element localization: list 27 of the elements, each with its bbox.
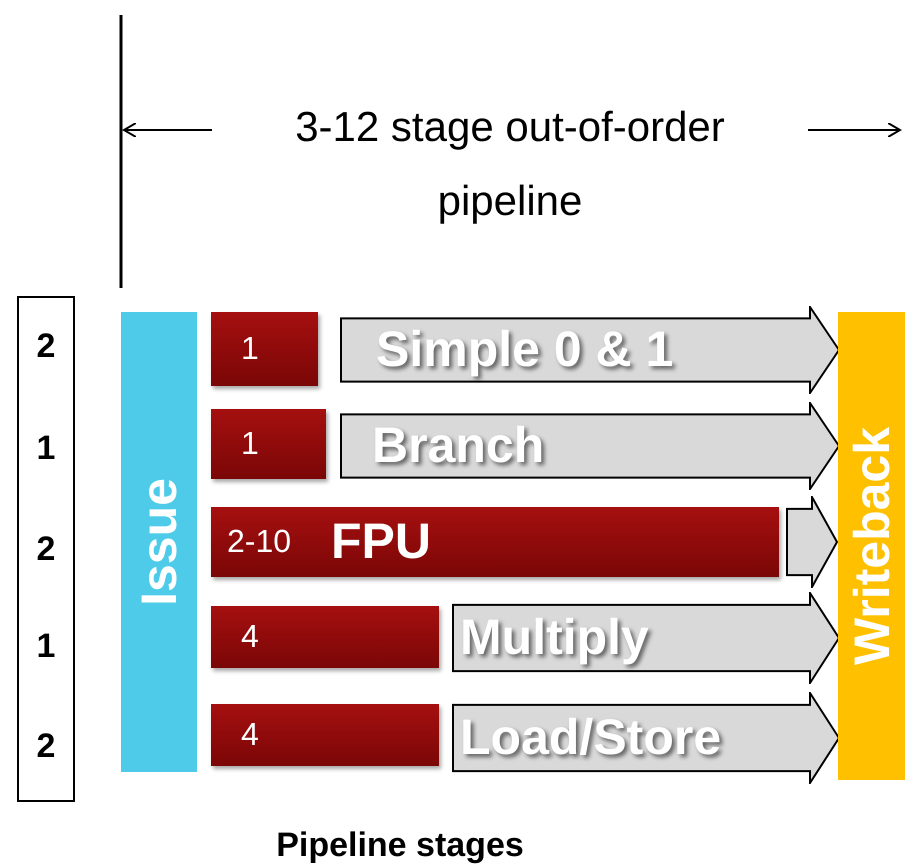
cycle-count: 4 [241, 618, 259, 655]
stage-band [121, 312, 197, 772]
stage-count: 2 [36, 327, 56, 366]
cycle-count: 1 [241, 425, 259, 462]
unit-name: Simple 0 & 1 [376, 320, 674, 378]
stage-box [211, 312, 318, 386]
unit-name: Branch [372, 416, 544, 474]
unit-name: Load/Store [460, 708, 722, 766]
stage-band [838, 312, 905, 780]
axis-caption: Pipeline stages [275, 826, 525, 865]
stage-count: 2 [36, 530, 56, 569]
cycle-count: 2-10 [227, 523, 292, 560]
stage-box [211, 409, 326, 479]
stage-count: 1 [36, 627, 56, 666]
dimension-label: 3-12 stage out-of-order pipeline [294, 102, 726, 226]
stage-count: 2 [36, 727, 56, 766]
stage-label: Writeback [843, 426, 901, 666]
stage-label: Issue [130, 478, 188, 606]
cycle-count: 1 [241, 330, 259, 367]
unit-name: FPU [331, 512, 431, 570]
stage-count-column [17, 296, 75, 802]
unit-name: Multiply [460, 608, 649, 666]
stage-box [211, 606, 439, 668]
stage-box [211, 507, 779, 577]
cycle-count: 4 [241, 716, 259, 753]
stage-box [211, 704, 439, 766]
stage-count: 1 [36, 429, 56, 468]
